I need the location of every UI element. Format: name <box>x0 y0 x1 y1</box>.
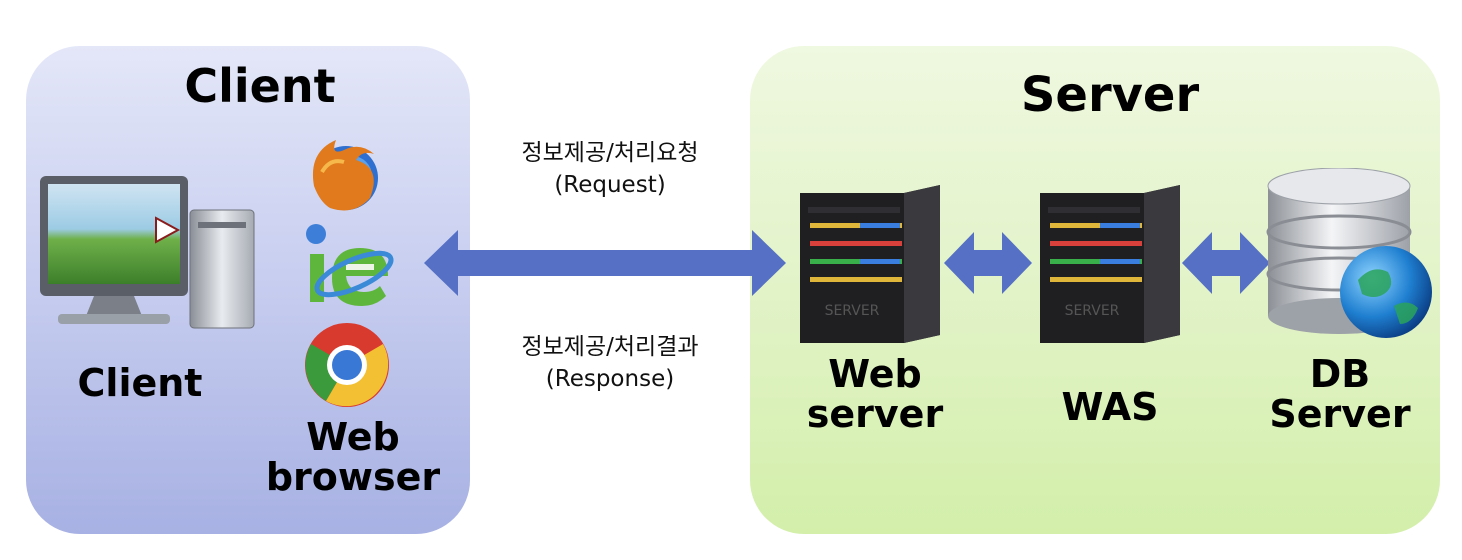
response-english-text: (Response) <box>545 365 675 392</box>
internet-explorer-icon <box>302 218 394 310</box>
client-heading: Client <box>184 59 336 113</box>
was-server-face-text: SERVER <box>1065 303 1120 319</box>
web-server-label: Web server <box>806 352 944 436</box>
response-note: 정보제공/처리결과 (Response) <box>470 332 750 395</box>
desktop-computer-icon <box>38 170 268 340</box>
client-server-double-arrow <box>424 228 786 298</box>
client-device-label: Client <box>77 361 203 405</box>
was-server-icon: SERVER <box>1040 185 1180 345</box>
webserver-was-double-arrow <box>944 232 1032 294</box>
request-korean-text: 정보제공/처리요청 <box>521 140 699 166</box>
request-english-text: (Request) <box>554 171 666 198</box>
db-server-label: DB Server <box>1269 352 1411 436</box>
was-db-double-arrow <box>1182 232 1270 294</box>
was-label: WAS <box>1061 385 1159 429</box>
database-globe-icon <box>1262 168 1442 348</box>
response-korean-text: 정보제공/처리결과 <box>521 334 699 360</box>
web-browser-label: Web browser <box>265 415 441 499</box>
request-note: 정보제공/처리요청 (Request) <box>470 138 750 201</box>
chrome-icon <box>302 320 392 410</box>
firefox-icon <box>300 128 390 218</box>
web-server-face-text: SERVER <box>825 303 880 319</box>
web-server-icon: SERVER <box>800 185 940 345</box>
server-heading: Server <box>1020 67 1200 123</box>
